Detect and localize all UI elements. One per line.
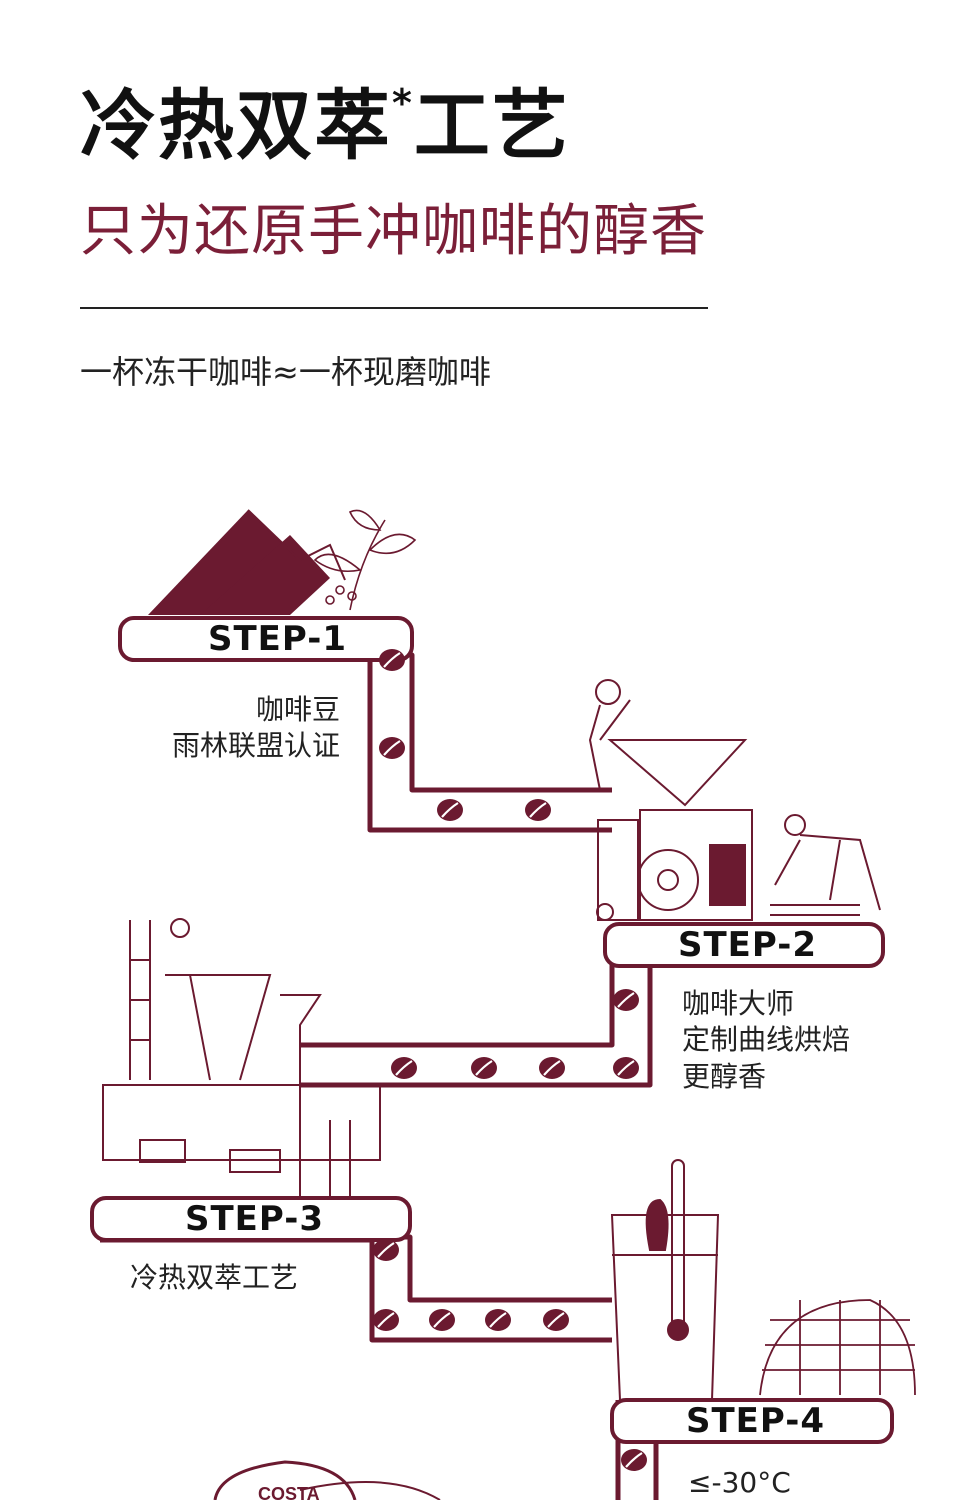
step-1-label: STEP-1 (208, 619, 347, 659)
page-title: 冷热双萃*工艺 (80, 81, 570, 170)
tagline: 一杯冻干咖啡≈一杯现磨咖啡 (80, 353, 491, 391)
step-2-platform (603, 922, 885, 968)
step-3-label: STEP-3 (185, 1199, 324, 1239)
page-subtitle: 只为还原手冲咖啡的醇香 (80, 199, 707, 264)
step-1-platform (118, 616, 414, 662)
igloo-icon (759, 1299, 916, 1396)
step-3-text: 冷热双萃工艺 (130, 1260, 298, 1296)
costa-logo: COSTA (258, 1484, 320, 1500)
step-1-line-2: 雨林联盟认证 (171, 729, 340, 763)
title-asterisk: * (392, 81, 414, 125)
step-1-line-1: 咖啡豆 (255, 693, 340, 726)
coffee-cup-icon (213, 1460, 441, 1500)
step-1-text: 咖啡豆 雨林联盟认证 (140, 692, 340, 765)
worker-figure-icon (588, 679, 881, 911)
coffee-plant-icon (313, 509, 417, 611)
step-4-platform (610, 1398, 894, 1444)
step-4-label: STEP-4 (686, 1401, 825, 1441)
freezing-glass-icon (610, 1159, 720, 1401)
divider (80, 307, 708, 309)
extraction-apparatus-icon (102, 918, 381, 1200)
step-2-line-3: 更醇香 (682, 1059, 767, 1093)
step-2-text: 咖啡大师 定制曲线烘焙 更醇香 (682, 986, 850, 1095)
mountains-icon (148, 509, 346, 615)
step-3-line-1: 冷热双萃工艺 (130, 1261, 299, 1294)
step-2-label: STEP-2 (678, 925, 817, 965)
step-4-text: ≤-30°C (688, 1465, 791, 1501)
step-2-line-2: 定制曲线烘焙 (682, 1023, 851, 1057)
step-2-line-1: 咖啡大师 (682, 987, 795, 1020)
step-3-platform (90, 1196, 412, 1242)
roasting-machine-icon (596, 739, 860, 921)
step-4-line-1: ≤-30°C (688, 1466, 791, 1499)
